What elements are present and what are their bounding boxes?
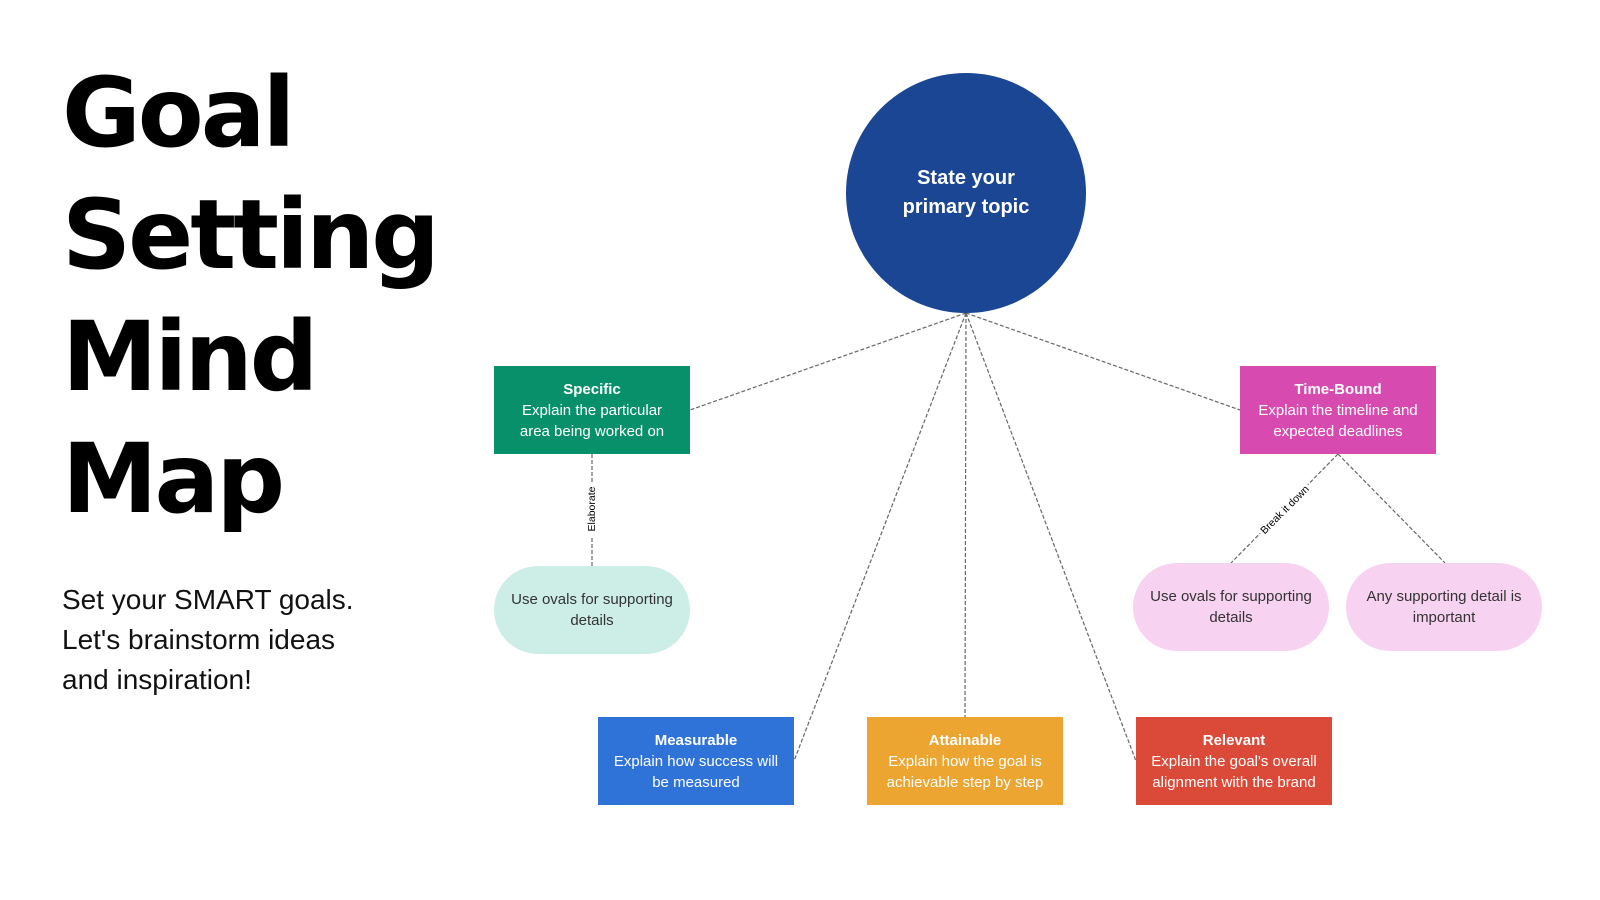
elaborate-label-bg — [584, 482, 600, 536]
time-bound-supporting-oval-right[interactable]: Any supporting detail is important — [1346, 563, 1542, 651]
specific-title: Specific — [563, 380, 621, 398]
relevant-node[interactable]: Relevant Explain the goal's overall alig… — [1136, 717, 1332, 805]
title-line-4: Map — [62, 423, 285, 535]
connector-timebound-oval-right — [1337, 453, 1446, 564]
title-line-3: Mind — [62, 301, 319, 413]
connector-hub-relevant — [965, 312, 1137, 762]
time-bound-supporting-oval-left[interactable]: Use ovals for supporting details — [1133, 563, 1329, 651]
relevant-title: Relevant — [1202, 731, 1266, 749]
oval-text-1: Use ovals for supporting — [511, 591, 673, 608]
primary-topic-line-1: State your — [917, 167, 1015, 189]
connector-hub-measurable — [793, 312, 967, 762]
subtitle: Set your SMART goals. Let's brainstorm i… — [62, 580, 422, 700]
measurable-text-2: be measured — [652, 773, 740, 791]
attainable-node[interactable]: Attainable Explain how the goal is achie… — [867, 717, 1063, 805]
measurable-node[interactable]: Measurable Explain how success will be m… — [598, 717, 794, 805]
specific-supporting-oval[interactable]: Use ovals for supporting details — [494, 566, 690, 654]
specific-node[interactable]: Specific Explain the particular area bei… — [494, 366, 690, 454]
subtitle-line-3: and inspiration! — [62, 664, 252, 695]
page-title: Goal Setting Mind Map — [62, 52, 442, 540]
oval-text-2: details — [570, 612, 614, 629]
specific-text-2: area being worked on — [519, 422, 665, 440]
oval-text-1: Any supporting detail is — [1366, 588, 1522, 605]
oval-text-1: Use ovals for supporting — [1150, 588, 1312, 605]
elaborate-label: Elaborate — [586, 486, 598, 531]
connector-hub-attainable — [964, 312, 967, 718]
time-bound-node[interactable]: Time-Bound Explain the timeline and expe… — [1240, 366, 1436, 454]
time-bound-text-1: Explain the timeline and — [1258, 401, 1418, 419]
specific-text-1: Explain the particular — [521, 401, 663, 419]
primary-topic-node[interactable]: State your primary topic — [846, 73, 1086, 313]
primary-topic-line-2: primary topic — [902, 196, 1030, 218]
break-it-down-label-bg — [1255, 480, 1314, 539]
oval-text-2: details — [1209, 609, 1253, 626]
attainable-text-1: Explain how the goal is — [888, 752, 1042, 770]
relevant-text-2: alignment with the brand — [1152, 773, 1316, 791]
connector-timebound-oval-left — [1230, 453, 1339, 564]
connector-hub-specific — [689, 312, 967, 411]
title-line-1: Goal — [62, 57, 295, 169]
connector-hub-timebound — [965, 312, 1241, 411]
title-line-2: Setting — [62, 179, 440, 291]
measurable-title: Measurable — [654, 731, 738, 749]
attainable-text-2: achievable step by step — [886, 773, 1044, 791]
time-bound-title: Time-Bound — [1294, 380, 1382, 398]
measurable-text-1: Explain how success will — [613, 752, 779, 770]
subtitle-line-2: Let's brainstorm ideas — [62, 624, 336, 655]
relevant-text-1: Explain the goal's overall — [1151, 752, 1317, 770]
subtitle-line-1: Set your SMART goals. — [62, 584, 354, 615]
break-it-down-label: Break it down — [1258, 483, 1312, 537]
attainable-title: Attainable — [928, 731, 1002, 749]
oval-text-2: important — [1412, 609, 1476, 626]
time-bound-text-2: expected deadlines — [1273, 422, 1403, 440]
